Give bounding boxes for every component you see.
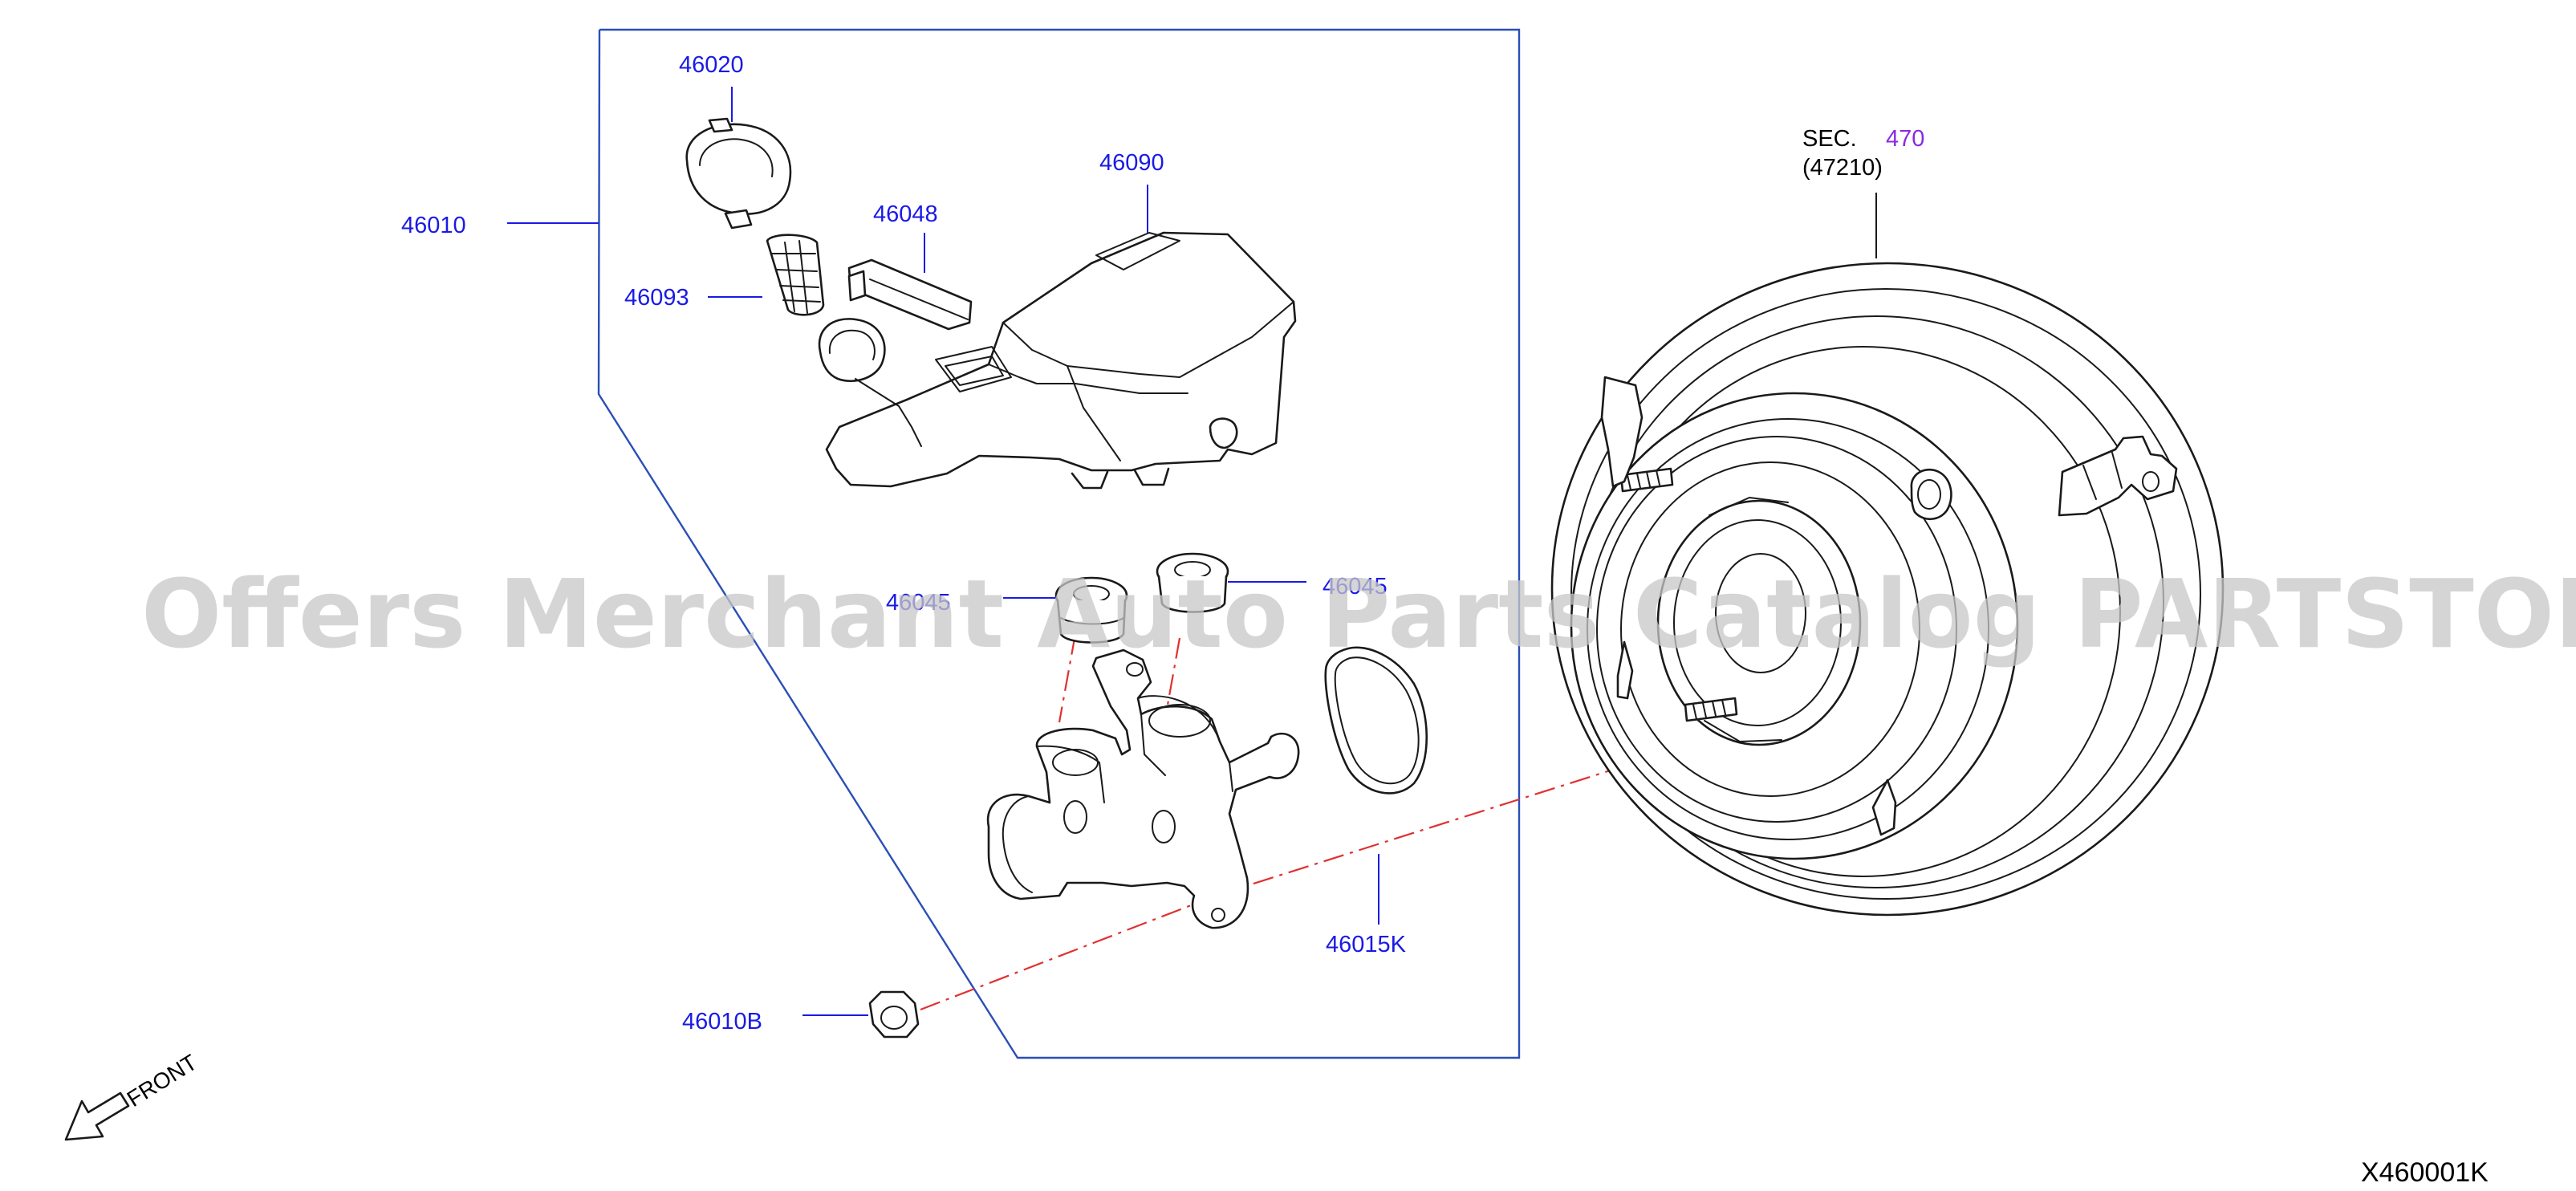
front-label: FRONT xyxy=(123,1050,201,1112)
o-ring-drawing[interactable] xyxy=(1324,646,1428,795)
leader-lines xyxy=(507,87,1877,1016)
part-label-46010B[interactable]: 46010B xyxy=(682,1009,762,1035)
reservoir-tank-drawing[interactable] xyxy=(818,231,1297,490)
grommet-right-drawing[interactable] xyxy=(1156,552,1229,613)
reservoir-cap-drawing[interactable] xyxy=(685,117,792,230)
strainer-drawing[interactable] xyxy=(766,234,825,316)
front-indicator: FRONT xyxy=(64,1050,201,1141)
part-label-46048[interactable]: 46048 xyxy=(873,201,938,227)
section-ref-prefix: SEC. xyxy=(1802,126,1857,152)
part-label-46010[interactable]: 46010 xyxy=(401,213,466,238)
part-label-46090[interactable]: 46090 xyxy=(1099,150,1164,176)
part-label-46020[interactable]: 46020 xyxy=(679,52,744,78)
grommet-left-drawing[interactable] xyxy=(1054,576,1128,644)
reservoir-seal-drawing[interactable] xyxy=(847,258,973,331)
part-label-46045-right[interactable]: 46045 xyxy=(1323,574,1388,600)
section-ref-link[interactable]: 470 xyxy=(1886,126,1924,152)
assembly-axis-lines xyxy=(920,633,1750,1011)
assembly-frame xyxy=(597,28,1521,1059)
part-label-46093[interactable]: 46093 xyxy=(624,285,689,311)
diagram-code: X460001K xyxy=(2361,1157,2489,1188)
flange-nut-drawing[interactable] xyxy=(868,990,920,1039)
part-label-46015K[interactable]: 46015K xyxy=(1326,932,1407,957)
front-arrow-icon xyxy=(64,1091,130,1141)
master-cylinder-drawing[interactable] xyxy=(986,648,1300,929)
section-ref-part: (47210) xyxy=(1802,155,1883,181)
brake-booster-drawing[interactable] xyxy=(1550,262,2225,917)
watermark-text: Offers Merchant Auto Parts Catalog PARTS… xyxy=(141,559,2576,669)
part-label-46045-left[interactable]: 46045 xyxy=(886,590,951,616)
